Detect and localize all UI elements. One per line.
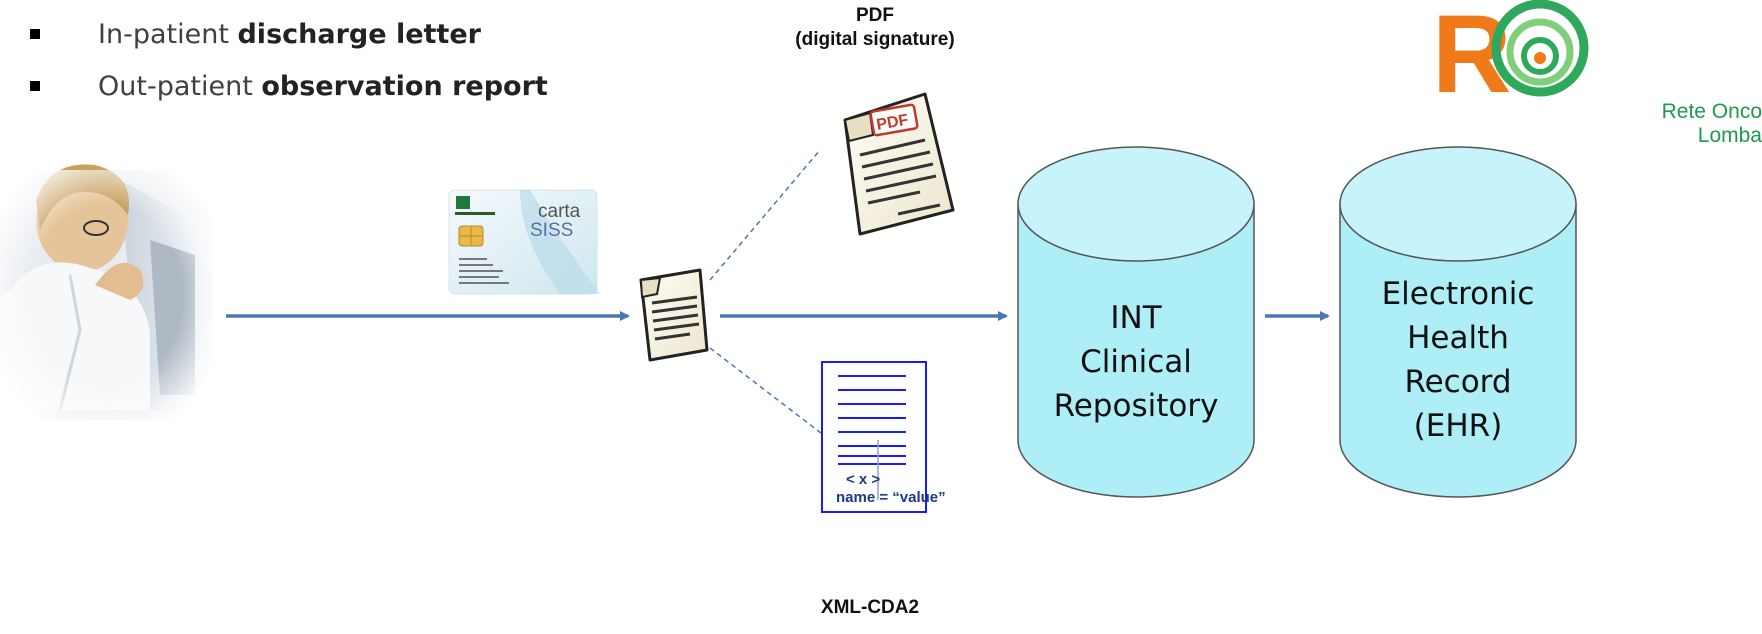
bullet-item: In-patient discharge letter [30,8,548,60]
xml-tag: < x > [846,471,880,488]
pdf-badge: PDF [875,112,910,134]
card-brand-line2: SISS [530,220,573,241]
repository-label: INT Clinical Repository [1053,300,1219,424]
bullet-item: Out-patient observation report [30,60,548,112]
card-brand-line1: carta [538,201,581,222]
ehr-cylinder [1339,146,1577,498]
xml-attribute: name = “value” [836,489,946,506]
bullet-text: Out-patient observation report [98,70,548,102]
dashed-connector-xml [709,347,831,441]
bullet-text: In-patient discharge letter [98,18,481,50]
ehr-label: Electronic Health Record (EHR) [1381,276,1535,444]
pdf-label: PDF (digital signature) [795,5,955,50]
repository-cylinder [1017,146,1255,498]
rol-logo: R [1432,0,1589,116]
xml-document-icon: < x > name = “value” [821,361,946,513]
xml-label: XML-CDA2 [820,597,920,618]
doctor-photo [0,164,212,420]
bullet-marker [30,81,40,91]
dashed-connector-pdf [709,149,821,281]
logo-text: Rete Onco Lomba [1661,100,1762,147]
pdf-document-icon: PDF [843,92,955,236]
document-icon [639,268,709,362]
bullet-list: In-patient discharge letter Out-patient … [30,8,548,112]
carta-siss-card: carta SISS [448,189,600,295]
bullet-marker [30,29,40,39]
